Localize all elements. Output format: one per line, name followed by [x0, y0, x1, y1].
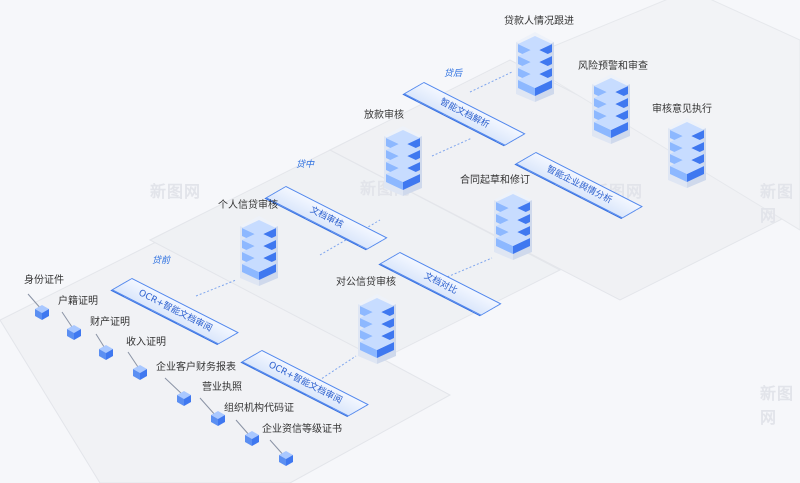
document-cube-icon — [99, 345, 113, 360]
server-stack-icon — [358, 294, 396, 364]
doc-link-6 — [199, 397, 217, 417]
doc-label: 企业资信等级证书 — [262, 424, 342, 435]
document-cube-icon — [35, 305, 49, 320]
doc-label: 组织机构代码证 — [224, 403, 294, 414]
document-cube-icon — [245, 431, 259, 446]
server-shelf — [513, 238, 530, 254]
doc-label: 营业执照 — [202, 382, 242, 393]
server-shelf — [594, 114, 628, 130]
server-shelf — [386, 154, 420, 170]
document-cube-icon — [177, 391, 191, 406]
watermark: 新图网 — [760, 182, 795, 225]
server-shelf — [535, 80, 552, 96]
server-shelf — [496, 218, 530, 234]
server-shelf — [386, 166, 420, 182]
server-shelf — [518, 60, 552, 76]
server-shelf — [670, 134, 704, 150]
doc-link-5 — [164, 377, 184, 396]
server-shelf — [687, 166, 704, 182]
server-stack-icon — [668, 118, 706, 188]
node-label-contract: 合同起草和修订 — [460, 175, 530, 186]
server-shelf — [386, 142, 420, 158]
node-label-opinion-exec: 审核意见执行 — [652, 104, 712, 115]
phase-label-mid: 贷中 — [296, 160, 315, 170]
server-stack-icon — [516, 32, 554, 102]
server-stack-icon — [384, 126, 422, 196]
server-shelf — [360, 310, 394, 326]
document-cube-icon — [211, 411, 225, 426]
doc-label: 企业客户财务报表 — [156, 362, 236, 373]
server-shelf — [360, 298, 394, 314]
server-shelf — [242, 256, 276, 272]
watermark: 新图网 — [150, 182, 202, 201]
server-shelf — [242, 264, 259, 280]
server-shelf — [360, 322, 394, 338]
server-shelf — [670, 166, 687, 182]
server-shelf — [594, 90, 628, 106]
server-shelf — [403, 174, 420, 190]
doc-label: 收入证明 — [126, 337, 166, 348]
server-shelf — [594, 78, 628, 94]
node-label-loan-review: 放款审核 — [364, 110, 404, 121]
server-stack-icon — [592, 74, 630, 144]
flow-arrow-1 — [195, 279, 237, 297]
server-shelf — [518, 48, 552, 64]
server-shelf — [377, 342, 394, 358]
flow-arrow-5 — [431, 137, 473, 157]
server-shelf — [594, 102, 628, 118]
phase-label-pre: 贷前 — [152, 256, 171, 266]
server-shelf — [496, 194, 530, 210]
doc-link-7 — [235, 419, 251, 437]
server-shelf — [611, 122, 628, 138]
server-shelf — [518, 72, 552, 88]
server-shelf — [670, 122, 704, 138]
phase-label-post: 贷后 — [444, 69, 463, 79]
server-stack-icon — [494, 190, 532, 260]
node-label-risk-warning: 风险预警和审查 — [578, 61, 648, 72]
node-label-borrower-tracking: 贷款人情况跟进 — [504, 16, 574, 27]
server-shelf — [670, 146, 704, 162]
node-label-corporate-credit: 对公信贷审核 — [336, 277, 396, 288]
document-cube-icon — [279, 451, 293, 466]
plate-pre-loan — [0, 239, 452, 483]
server-shelf — [496, 230, 530, 246]
server-shelf — [386, 174, 403, 190]
server-shelf — [242, 244, 276, 260]
doc-label: 身份证件 — [24, 275, 64, 286]
server-shelf — [496, 238, 513, 254]
document-cube-icon — [67, 325, 81, 340]
server-shelf — [496, 206, 530, 222]
plate-post-loan-right — [518, 0, 800, 231]
server-stack-icon — [240, 216, 278, 286]
server-shelf — [360, 334, 394, 350]
server-shelf — [594, 122, 611, 138]
server-shelf — [386, 130, 420, 146]
server-shelf — [360, 342, 377, 358]
server-shelf — [242, 220, 276, 236]
doc-label: 财产证明 — [90, 317, 130, 328]
server-shelf — [518, 80, 535, 96]
doc-label: 户籍证明 — [58, 296, 98, 307]
flow-arrow-3 — [319, 219, 381, 256]
server-shelf — [518, 36, 552, 52]
plate-mid-loan — [148, 149, 562, 361]
server-shelf — [242, 232, 276, 248]
server-shelf — [259, 264, 276, 280]
document-cube-icon — [133, 365, 147, 380]
server-shelf — [670, 158, 704, 174]
watermark: 新图网 — [760, 384, 795, 427]
node-label-personal-credit: 个人信贷审核 — [218, 200, 278, 211]
